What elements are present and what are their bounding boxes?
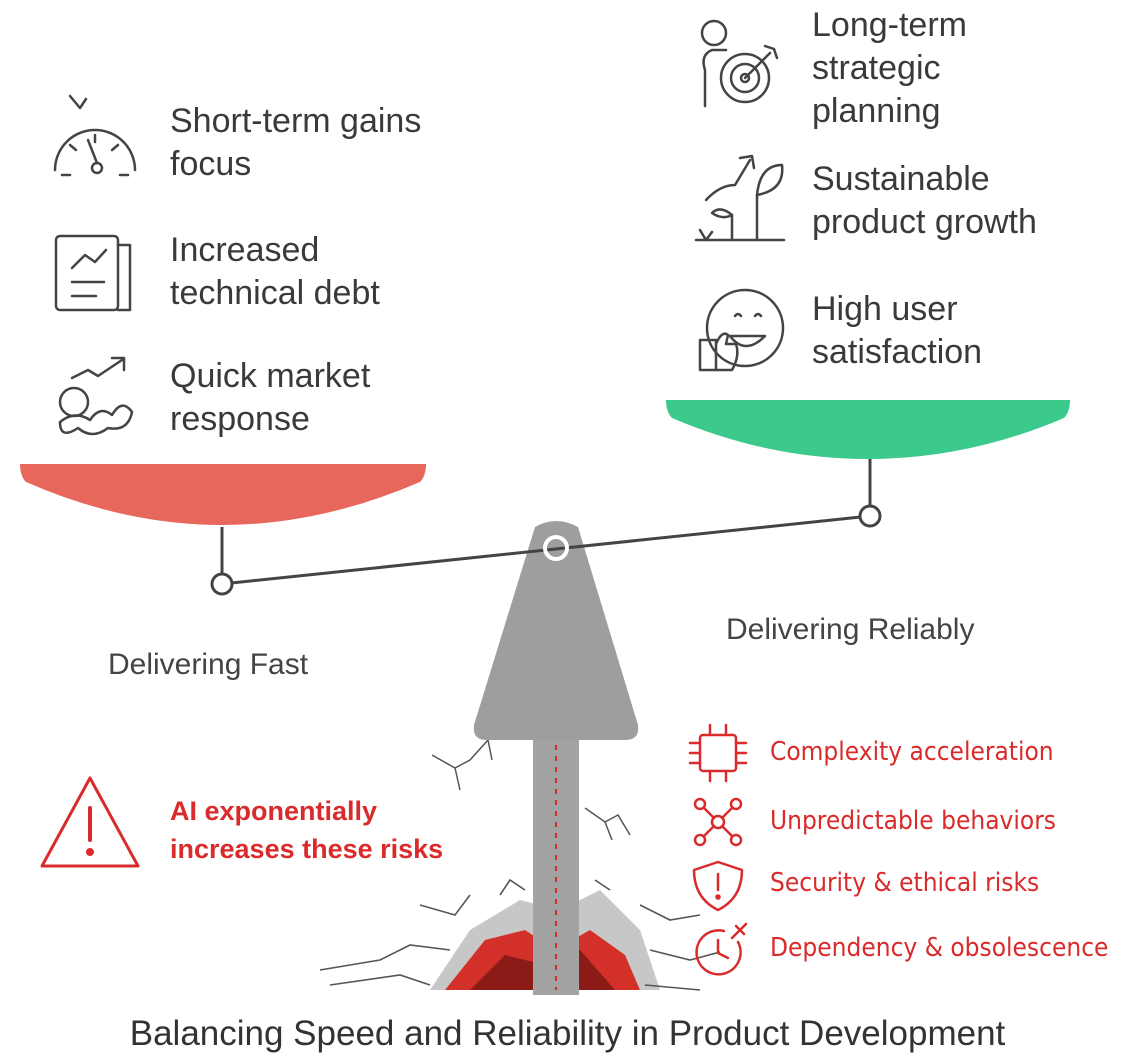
diagram-title: Balancing Speed and Reliability in Produ… (129, 1014, 1006, 1053)
fulcrum (473, 521, 639, 740)
risk-label: Complexity acceleration (770, 737, 1054, 767)
document-chart-icon (54, 234, 132, 312)
trend-arrow-icon (58, 356, 134, 436)
risk-label: Security & ethical risks (770, 868, 1040, 898)
speedometer-icon (53, 94, 137, 177)
ai-chip-icon (688, 723, 748, 783)
right-hinge (858, 504, 882, 528)
risk-label: Dependency & obsolescence (770, 933, 1109, 963)
fast-item-label: Quick market response (170, 357, 371, 438)
fulcrum-post (533, 735, 579, 995)
clock-plug-icon (695, 922, 748, 976)
network-nodes-icon (693, 797, 743, 847)
pivot-point (543, 535, 569, 561)
reliable-pan (666, 400, 1070, 459)
cracked-ground (319, 878, 721, 991)
person-target-icon (700, 19, 779, 108)
reliable-side-label: Delivering Reliably (726, 613, 975, 646)
reliable-item-label: Sustainable product growth (812, 160, 1037, 241)
fast-side-label: Delivering Fast (108, 648, 309, 681)
reliable-item-label: High user satisfaction (812, 290, 983, 371)
warning-text: AI exponentially increases these risks (170, 796, 444, 864)
warning-triangle-icon (40, 776, 140, 868)
fast-item-label: Short-term gains focus (170, 102, 422, 183)
shield-alert-icon (692, 860, 744, 912)
fast-pan (20, 464, 426, 525)
post-cracks (431, 738, 631, 841)
reliable-item-label: Long-term strategic planning (812, 6, 967, 130)
risk-label: Unpredictable behaviors (770, 806, 1056, 836)
smiley-thumbs-up-icon (698, 288, 785, 372)
left-hinge (210, 572, 234, 596)
fast-item-label: Increased technical debt (170, 231, 380, 312)
plant-growth-icon (694, 154, 786, 242)
